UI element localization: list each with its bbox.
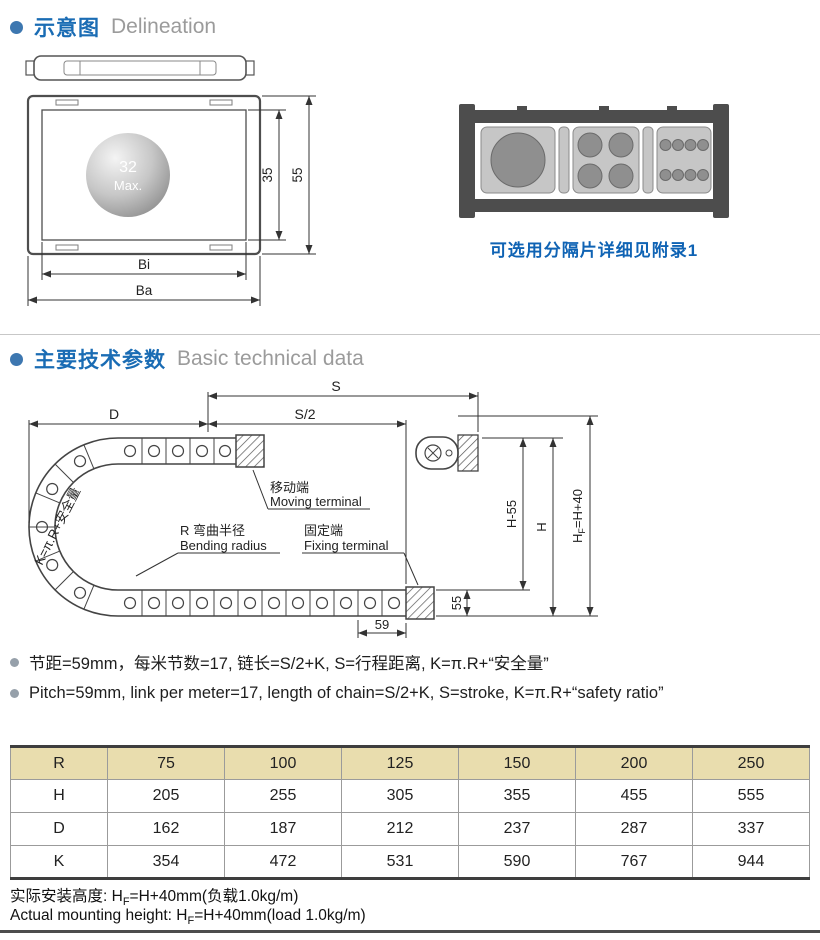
footer-sub: F <box>122 896 130 909</box>
dim-35-label: 35 <box>260 167 275 182</box>
section-title-zh: 主要技术参数 <box>34 349 166 372</box>
section-header-delineation: 示意图 Delineation <box>10 12 216 42</box>
table-row: H 205 255 305 355 455 555 <box>10 779 810 813</box>
fixing-terminal-label-zh: 固定端 <box>304 523 343 538</box>
dim-59-label: 59 <box>375 617 389 632</box>
table-row: D 162 187 212 237 287 337 <box>10 812 810 846</box>
table-cell: 250 <box>692 746 810 780</box>
section-title-en: Delineation <box>111 15 217 38</box>
terminal-end-view <box>415 415 598 472</box>
footer-text: =H+40mm(load 1.0kg/m) <box>194 907 366 924</box>
schematic-dimensions <box>28 392 598 638</box>
dim-bi-label: Bi <box>138 257 150 272</box>
table-cell: 590 <box>458 845 576 879</box>
table-header-row: R 75 100 125 150 200 250 <box>10 746 810 780</box>
section-title-en: Basic technical data <box>177 347 364 370</box>
table-cell: 944 <box>692 845 810 879</box>
separator-cross-section-drawing <box>459 104 729 218</box>
footer-line-zh: 实际安装高度: HF=H+40mm(负载1.0kg/m) <box>10 884 298 908</box>
table-cell: 200 <box>575 746 693 780</box>
note-pitch-en: Pitch=59mm, link per meter=17, length of… <box>10 684 664 703</box>
table-cell: 531 <box>341 845 459 879</box>
dim-s-label: S <box>331 380 340 394</box>
moving-terminal-label-en: Moving terminal <box>270 494 362 509</box>
table-cell: 355 <box>458 779 576 813</box>
section-bullet-icon <box>10 20 23 34</box>
table-cell: 187 <box>224 812 342 846</box>
moving-terminal-block <box>235 434 265 468</box>
table-cell: 354 <box>107 845 225 879</box>
chain-link-pins <box>35 444 401 610</box>
table-cell: 212 <box>341 812 459 846</box>
link-views-drawing: 32 Max. 35 55 Bi Ba <box>25 55 316 306</box>
fixing-terminal-label-en: Fixing terminal <box>304 538 389 553</box>
table-cell: 287 <box>575 812 693 846</box>
section-title-zh: 示意图 <box>34 17 100 40</box>
table-row: K 354 472 531 590 767 944 <box>10 845 810 879</box>
note-bullet-icon <box>10 657 19 667</box>
table-cell: 205 <box>107 779 225 813</box>
separator-caption: 可选用分隔片详细见附录1 <box>489 241 699 260</box>
fixing-terminal-block <box>405 586 435 620</box>
table-cell: 555 <box>692 779 810 813</box>
table-cell: 767 <box>575 845 693 879</box>
page-bottom-rule <box>0 930 820 933</box>
table-cell: 162 <box>107 812 225 846</box>
table-cell: 125 <box>341 746 459 780</box>
front-view-dimensions <box>27 95 316 306</box>
cable-holes <box>490 132 709 189</box>
table-cell: 255 <box>224 779 342 813</box>
footer-text: =H+40mm(负载1.0kg/m) <box>129 888 299 905</box>
table-cell: 472 <box>224 845 342 879</box>
section-divider <box>0 334 820 335</box>
note-text: 节距=59mm，每米节数=17, 链长=S/2+K, S=行程距离, K=π.R… <box>29 655 549 673</box>
table-cell: 75 <box>107 746 225 780</box>
link-top-view <box>25 55 255 81</box>
table-cell: H <box>10 779 108 813</box>
dim-h-label: H <box>534 522 549 531</box>
moving-terminal-label-zh: 移动端 <box>270 480 309 495</box>
footer-text: 实际安装高度: H <box>10 888 123 905</box>
dim-55-label: 55 <box>290 167 305 182</box>
footer-sub: F <box>187 915 195 928</box>
ball-max-label: Max. <box>114 178 142 193</box>
dim-55-label: 55 <box>449 596 464 610</box>
dim-s-half-label: S/2 <box>294 406 315 422</box>
table-cell: D <box>10 812 108 846</box>
ball-diameter-label: 32 <box>119 159 137 176</box>
section-bullet-icon <box>10 352 23 366</box>
note-bullet-icon <box>10 689 19 698</box>
table-cell: 150 <box>458 746 576 780</box>
table-cell: 305 <box>341 779 459 813</box>
dim-d-label: D <box>109 406 119 422</box>
dim-hf-label: HF=H+40 <box>570 489 587 543</box>
note-text: Pitch=59mm, link per meter=17, length of… <box>29 684 664 702</box>
table-cell: K <box>10 845 108 879</box>
bending-radius-label-zh: R 弯曲半径 <box>180 523 245 538</box>
table-cell: R <box>10 746 108 780</box>
table-cell: 100 <box>224 746 342 780</box>
link-front-view: 32 Max. <box>26 94 262 256</box>
footer-line-en: Actual mounting height: HF=H+40mm(load 1… <box>10 907 366 927</box>
safety-margin-label: K=π.R+安全量 <box>31 485 83 567</box>
table-cell: 337 <box>692 812 810 846</box>
footer-text: Actual mounting height: H <box>10 907 188 924</box>
chain-link-separators <box>29 438 383 616</box>
dim-ba-label: Ba <box>136 283 153 298</box>
bending-radius-label-en: Bending radius <box>180 538 267 553</box>
dim-h55-label: H-55 <box>504 500 519 528</box>
table-cell: 237 <box>458 812 576 846</box>
table-cell: 455 <box>575 779 693 813</box>
note-pitch-zh: 节距=59mm，每米节数=17, 链长=S/2+K, S=行程距离, K=π.R… <box>10 650 549 674</box>
cable-ball <box>86 133 170 217</box>
chain-schematic-drawing: S D S/2 59 55 H-55 H HF=H+40 移动端 Moving … <box>28 380 598 638</box>
dimension-table: R 75 100 125 150 200 250 H 205 255 305 3… <box>10 745 810 880</box>
section-header-technical: 主要技术参数 Basic technical data <box>10 344 364 374</box>
separator-section: 可选用分隔片详细见附录1 <box>452 102 736 261</box>
cross-section-frame <box>459 104 729 218</box>
